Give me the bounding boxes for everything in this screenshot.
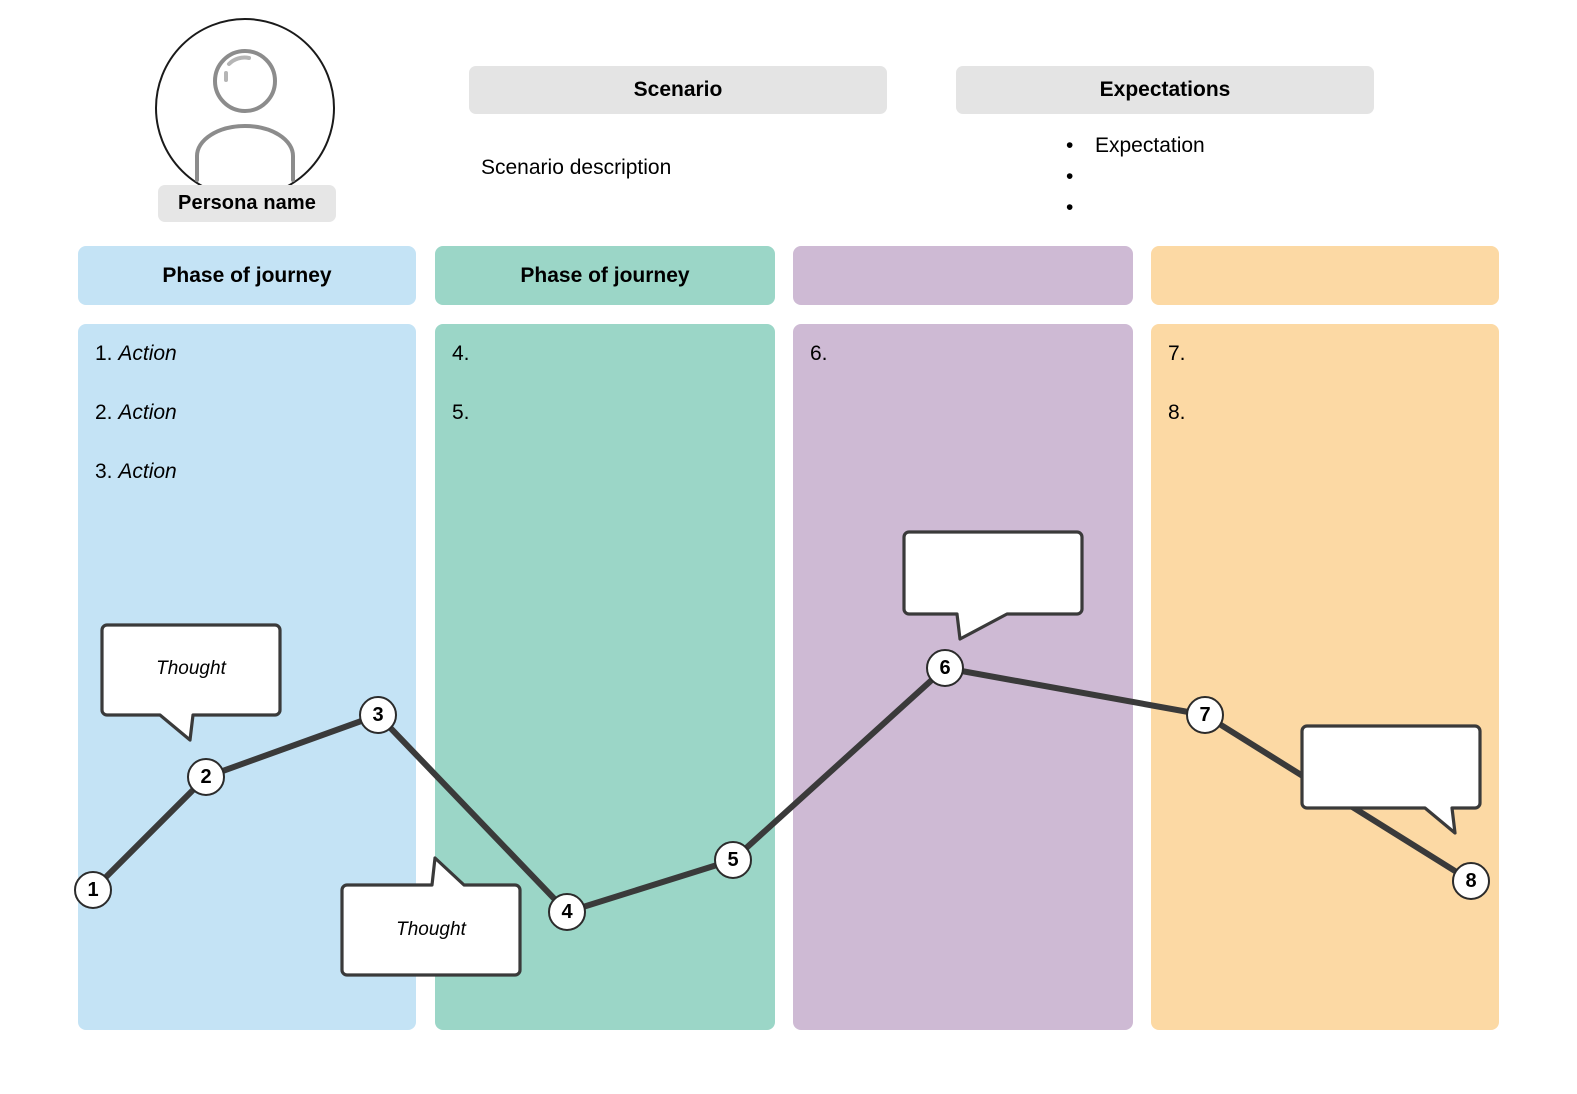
phase-column-3: 6. (793, 324, 1133, 1030)
journey-point[interactable]: 4 (548, 893, 586, 931)
action-number: 1. (95, 342, 113, 365)
action-number: 4. (452, 342, 470, 365)
phase-header-2: Phase of journey (435, 246, 775, 305)
expectation-item: Expectation (1064, 130, 1364, 161)
action-number: 6. (810, 342, 828, 365)
action-number: 5. (452, 401, 470, 424)
phase-header-4 (1151, 246, 1499, 305)
expectation-item (1064, 161, 1364, 192)
journey-point[interactable]: 2 (187, 758, 225, 796)
action-text: Action (118, 401, 177, 424)
scenario-heading: Scenario (469, 66, 887, 114)
action-item: 2. Action (78, 399, 416, 427)
expectations-heading: Expectations (956, 66, 1374, 114)
thought-bubble[interactable]: Thought (340, 855, 522, 978)
scenario-description: Scenario description (481, 156, 672, 179)
action-number: 8. (1168, 401, 1186, 424)
action-number: 7. (1168, 342, 1186, 365)
journey-point[interactable]: 6 (926, 649, 964, 687)
action-text: Action (118, 460, 177, 483)
expectation-item (1064, 192, 1364, 223)
phase-header-3 (793, 246, 1133, 305)
action-number: 3. (95, 460, 113, 483)
action-item: 1. Action (78, 340, 416, 368)
persona-name-label: Persona name (158, 185, 336, 222)
thought-bubble[interactable]: Thought (100, 622, 282, 745)
journey-point[interactable]: 5 (714, 841, 752, 879)
action-item: 7. (1151, 340, 1499, 368)
journey-point[interactable]: 7 (1186, 696, 1224, 734)
persona-block: Persona name (155, 18, 345, 228)
thought-bubble[interactable] (902, 529, 1084, 643)
journey-point[interactable]: 8 (1452, 862, 1490, 900)
persona-avatar (155, 18, 335, 198)
action-item: 5. (435, 399, 775, 427)
action-text: Action (118, 342, 177, 365)
action-item: 8. (1151, 399, 1499, 427)
phase-column-4: 7. 8. (1151, 324, 1499, 1030)
person-avatar-icon (195, 49, 295, 182)
expectations-list: Expectation (1064, 130, 1364, 223)
phase-header-1: Phase of journey (78, 246, 416, 305)
action-item: 4. (435, 340, 775, 368)
journey-point[interactable]: 3 (359, 696, 397, 734)
action-item: 6. (793, 340, 1133, 368)
journey-point[interactable]: 1 (74, 871, 112, 909)
thought-bubble[interactable] (1300, 723, 1482, 836)
action-number: 2. (95, 401, 113, 424)
action-item: 3. Action (78, 458, 416, 486)
